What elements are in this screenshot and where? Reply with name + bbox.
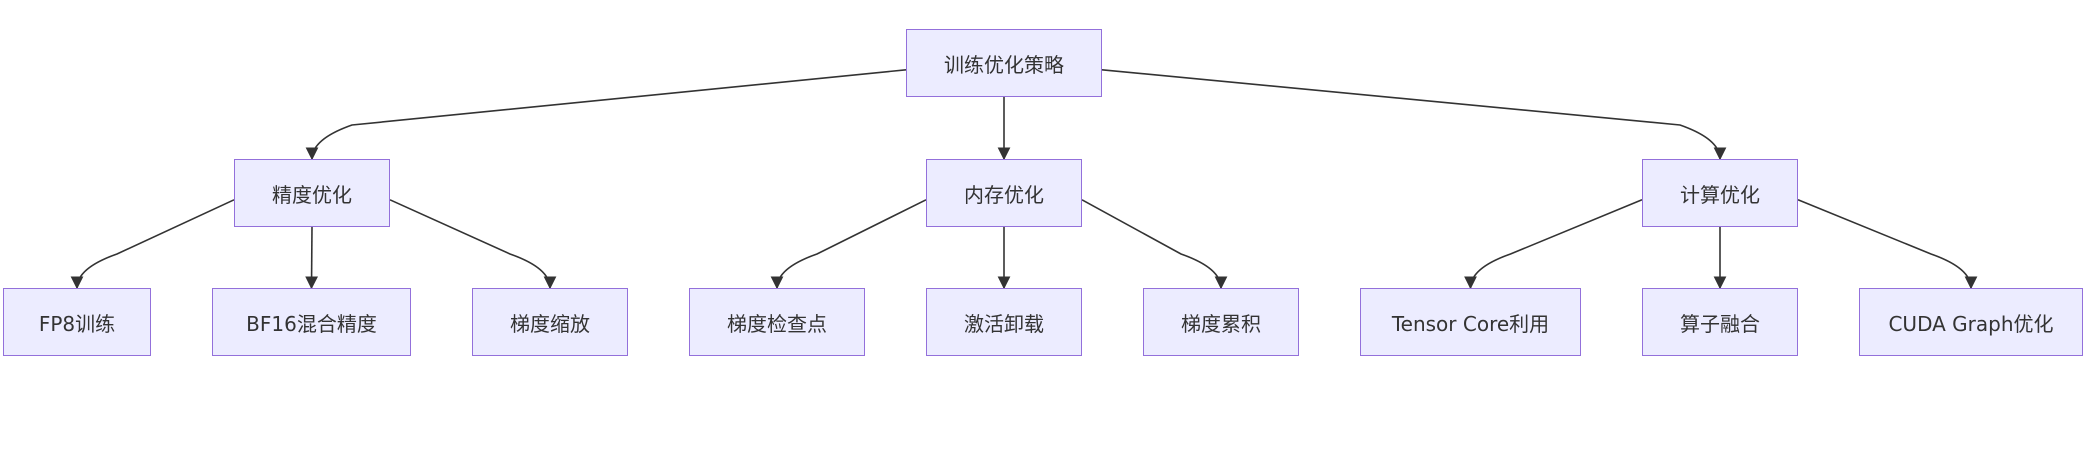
node-op-fusion-label: 算子融合 (1680, 311, 1760, 336)
node-memory: 内存优化 (926, 159, 1082, 227)
node-fp8-label: FP8训练 (38, 311, 116, 336)
node-bf16: BF16混合精度 (212, 288, 411, 356)
node-bf16-label: BF16混合精度 (246, 311, 377, 336)
node-tensor-core-label: Tensor Core利用 (1391, 311, 1550, 336)
node-root: 训练优化策略 (906, 29, 1102, 97)
node-fp8: FP8训练 (3, 288, 151, 356)
node-grad-accum: 梯度累积 (1143, 288, 1299, 356)
node-cuda-graph: CUDA Graph优化 (1859, 288, 2083, 356)
node-op-fusion: 算子融合 (1642, 288, 1798, 356)
node-root-label: 训练优化策略 (944, 52, 1064, 77)
node-grad-checkpoint: 梯度检查点 (689, 288, 865, 356)
edge-root-to-compute (1101, 69, 1727, 161)
node-cuda-graph-label: CUDA Graph优化 (1888, 311, 2054, 336)
edge-root-to-precision (305, 69, 907, 161)
edge-precision-to-bf16 (305, 226, 318, 290)
node-memory-label: 内存优化 (964, 182, 1044, 207)
edge-compute-to-cuda_graph (1797, 199, 1978, 290)
node-grad-scaling: 梯度缩放 (472, 288, 628, 356)
node-grad-scaling-label: 梯度缩放 (510, 311, 590, 336)
edge-compute-to-tensor_core (1464, 199, 1643, 290)
node-compute: 计算优化 (1642, 159, 1798, 227)
edge-precision-to-grad_scaling (389, 199, 557, 290)
node-grad-checkpoint-label: 梯度检查点 (727, 311, 827, 336)
node-act-offload-label: 激活卸载 (964, 311, 1044, 336)
node-compute-label: 计算优化 (1680, 182, 1760, 207)
node-grad-accum-label: 梯度累积 (1181, 311, 1261, 336)
edge-precision-to-fp8 (70, 199, 235, 290)
node-tensor-core: Tensor Core利用 (1360, 288, 1581, 356)
node-precision: 精度优化 (234, 159, 390, 227)
edge-memory-to-grad_accum (1081, 199, 1228, 290)
node-precision-label: 精度优化 (272, 182, 352, 207)
node-act-offload: 激活卸载 (926, 288, 1082, 356)
edge-memory-to-grad_checkpoint (770, 199, 927, 290)
